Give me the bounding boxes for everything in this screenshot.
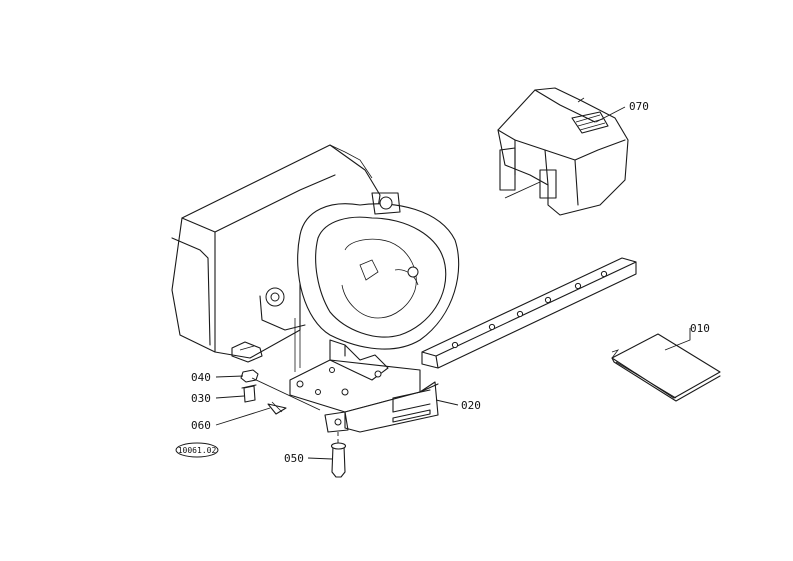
leader-lines bbox=[215, 106, 691, 460]
nut-040 bbox=[240, 369, 259, 383]
drawbar bbox=[421, 257, 637, 369]
callout-060: 060 bbox=[191, 419, 211, 432]
callout-040: 040 bbox=[191, 371, 211, 384]
drawing-reference: 10061.02 bbox=[178, 446, 217, 455]
callout-050: 050 bbox=[284, 452, 304, 465]
clip-060 bbox=[267, 403, 287, 415]
pin-050 bbox=[331, 445, 346, 478]
callout-labels: 070 010 020 040 030 060 050 bbox=[191, 100, 710, 465]
mounting-bracket bbox=[289, 339, 439, 433]
callout-070: 070 bbox=[629, 100, 649, 113]
cover-070 bbox=[497, 87, 629, 216]
callout-020: 020 bbox=[461, 399, 481, 412]
callout-010: 010 bbox=[690, 322, 710, 335]
transmission-housing bbox=[171, 144, 460, 372]
drawing-reference-stamp: 10061.02 bbox=[175, 442, 219, 458]
manual-010 bbox=[611, 333, 721, 402]
callout-030: 030 bbox=[191, 392, 211, 405]
bolt-030 bbox=[243, 385, 256, 403]
